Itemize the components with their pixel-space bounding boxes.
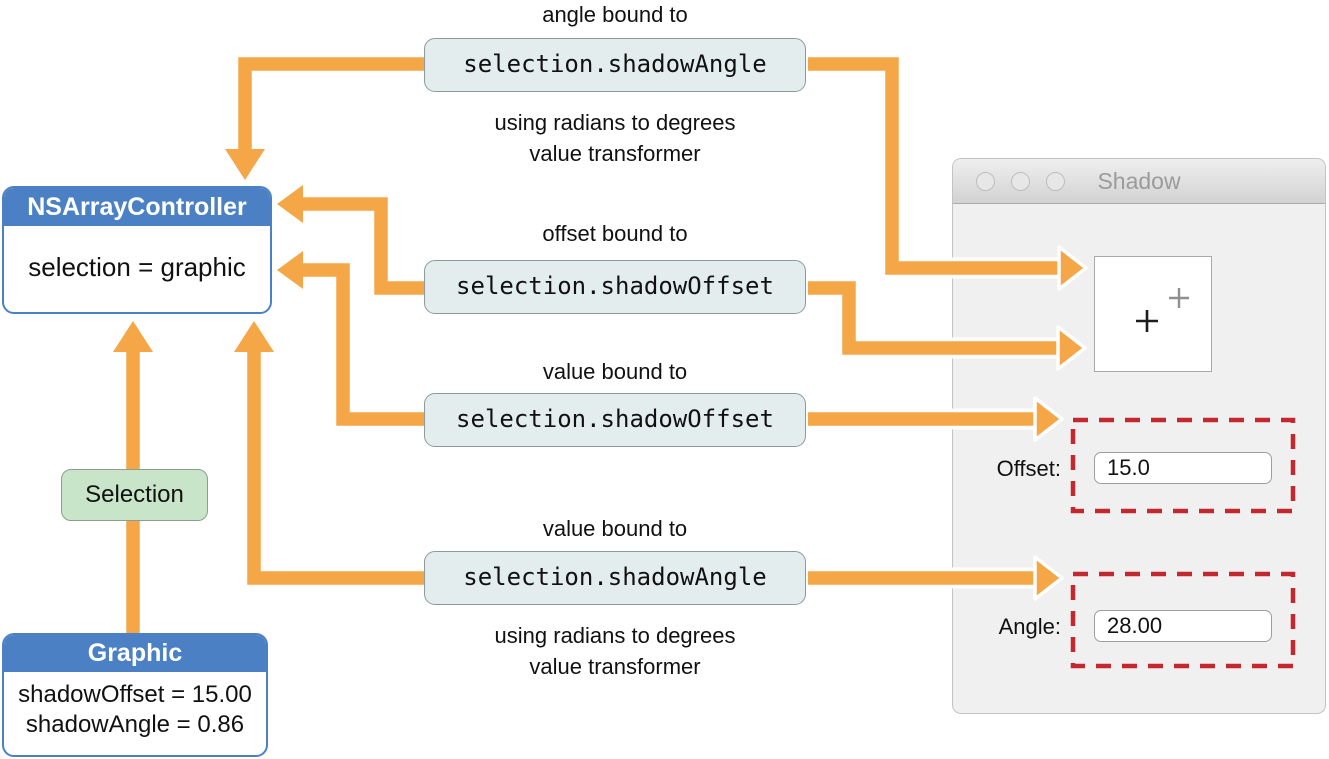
- binding-caption-offset: offset bound to: [542, 221, 688, 246]
- binding-note-angle-top: using radians to degrees value transform…: [494, 110, 736, 166]
- binding-note-angle-bottom: using radians to degrees value transform…: [494, 623, 736, 679]
- binding-key-shadow-offset-bottom: selection.shadowOffset: [424, 393, 806, 447]
- window-title: Shadow: [1097, 168, 1181, 194]
- angle-field[interactable]: [1094, 610, 1272, 642]
- binding-caption-value-offset: value bound to: [542, 359, 688, 384]
- binding-caption-angle: angle bound to: [542, 2, 688, 27]
- graphic-shadow-offset-value: shadowOffset = 15.00: [18, 681, 252, 708]
- arrow-value-angle-to-controller: [234, 321, 424, 585]
- crosshair-icons: [1136, 288, 1189, 332]
- offset-field[interactable]: [1094, 452, 1272, 484]
- graphic-shadow-angle-value: shadowAngle = 0.86: [25, 711, 245, 738]
- binding-key-shadow-offset-top: selection.shadowOffset: [424, 260, 806, 314]
- shadow-window: Shadow Offset: Angle:: [952, 158, 1326, 714]
- binding-key-shadow-angle-top: selection.shadowAngle: [424, 38, 806, 92]
- selection-badge: Selection: [61, 469, 208, 521]
- graphic-body: shadowOffset = 15.00 shadowAngle = 0.86: [4, 672, 266, 740]
- nsarraycontroller-node: NSArrayController selection = graphic: [2, 186, 272, 314]
- offset-label: Offset:: [996, 456, 1061, 481]
- nsarraycontroller-body: selection = graphic: [28, 252, 246, 282]
- shadow-origin-crosshair-icon: [1136, 310, 1158, 332]
- arrow-angle-binding-to-controller: [225, 57, 424, 180]
- graphic-node: Graphic shadowOffset = 15.00 shadowAngle…: [2, 633, 268, 757]
- shadow-window-titlebar[interactable]: Shadow: [953, 159, 1325, 204]
- binding-caption-value-angle: value bound to: [542, 516, 688, 541]
- binding-key-shadow-angle-bottom: selection.shadowAngle: [424, 551, 806, 605]
- arrow-value-offset-to-controller: [277, 251, 424, 426]
- shadow-offset-crosshair-icon: [1169, 288, 1189, 308]
- arrow-offset-binding-to-controller: [277, 185, 424, 295]
- nsarraycontroller-title: NSArrayController: [4, 188, 270, 226]
- angle-label: Angle:: [998, 614, 1061, 639]
- graphic-title: Graphic: [4, 635, 266, 672]
- shadow-preview-well[interactable]: [1094, 256, 1212, 372]
